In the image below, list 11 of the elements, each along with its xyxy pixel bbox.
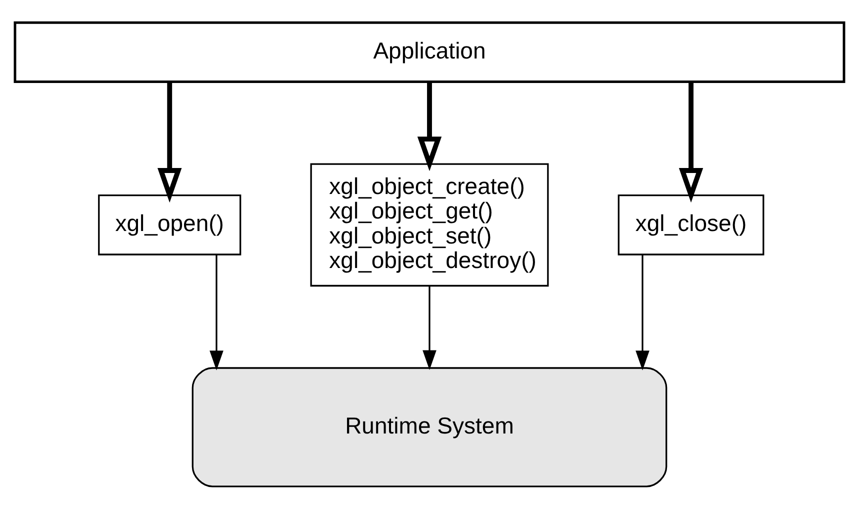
arrow [636, 254, 650, 370]
node-box: Runtime System [192, 366, 668, 487]
arrow [678, 82, 704, 202]
arrow [210, 254, 224, 370]
node-box: xgl_object_create() xgl_object_get() xgl_object_set() xgl_object_destroy() [310, 162, 549, 286]
arrow [158, 82, 182, 202]
node-box: xgl_open() [98, 194, 242, 255]
arrow [422, 286, 436, 370]
arrow [417, 82, 442, 171]
node-box: xgl_close() [618, 194, 764, 255]
node-box: Application [14, 20, 846, 83]
